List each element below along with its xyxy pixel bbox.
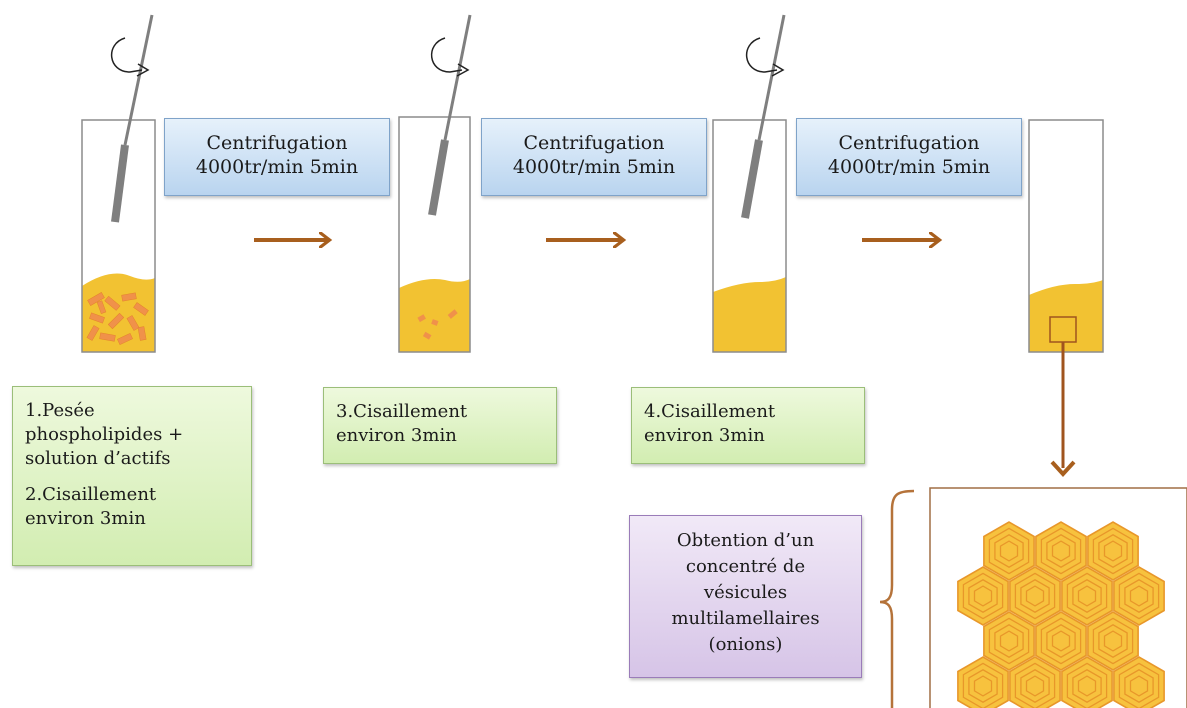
onion-vesicle <box>957 656 1009 708</box>
tube-3-rod <box>757 14 786 141</box>
centrifugation-speed: 4000tr/min 5min <box>827 156 991 178</box>
rotation-icon-3 <box>745 37 778 73</box>
step-4-box: 4.Cisaillement environ 3min <box>631 387 865 464</box>
centrifugation-label: Centrifugation <box>206 132 348 154</box>
step-4-line-2: environ 3min <box>644 425 765 446</box>
tube-2-rod-tip <box>428 139 449 216</box>
centrifugation-label: Centrifugation <box>838 132 980 154</box>
step-1-line-3: solution d’actifs <box>25 448 171 469</box>
step-2-line-1: 2.Cisaillement <box>25 484 157 505</box>
tube-1-outline <box>81 119 156 353</box>
rotation-icon-1 <box>110 37 143 73</box>
result-line-4: multilamellaires <box>671 608 820 629</box>
tube-1-rod <box>123 14 154 146</box>
result-line-3: vésicules <box>703 582 788 603</box>
step-1-line-1: 1.Pesée <box>25 400 95 421</box>
tube-3-outline <box>712 119 787 353</box>
result-line-5: (onions) <box>708 634 783 655</box>
tube-3-rod-tip <box>741 139 763 219</box>
tube-3-liquid <box>713 277 786 352</box>
tube-2-liquid <box>399 279 470 352</box>
onion-vesicle <box>957 566 1009 626</box>
curly-brace <box>879 489 915 708</box>
tube-4 <box>1028 119 1104 353</box>
centrifugation-box-2: Centrifugation 4000tr/min 5min <box>481 118 707 196</box>
tube-1 <box>81 14 156 353</box>
onion-vesicle <box>1035 611 1087 671</box>
onion-vesicle <box>1087 611 1139 671</box>
onion-hexagons <box>957 521 1165 708</box>
result-line-1: Obtention d’un <box>676 530 815 551</box>
tube-4-liquid <box>1029 280 1103 352</box>
tube-2-particles <box>417 309 458 340</box>
tube-2-outline <box>398 116 471 353</box>
centrifugation-speed: 4000tr/min 5min <box>195 156 359 178</box>
centrifugation-box-1: Centrifugation 4000tr/min 5min <box>164 118 390 196</box>
onion-vesicle <box>1061 566 1113 626</box>
step-3-line-1: 3.Cisaillement <box>336 401 468 422</box>
onion-vesicle <box>1061 656 1113 708</box>
tube-3 <box>712 14 787 353</box>
step-3-line-2: environ 3min <box>336 425 457 446</box>
onion-vesicle <box>1009 566 1061 626</box>
tube-4-outline <box>1028 119 1104 353</box>
onion-vesicle <box>1087 521 1139 581</box>
step-2-line-2: environ 3min <box>25 508 146 529</box>
onion-vesicle <box>1035 521 1087 581</box>
tube-2-rod <box>443 14 472 141</box>
step-1-line-2: phospholipides + <box>25 424 184 445</box>
step-3-box: 3.Cisaillement environ 3min <box>323 387 557 464</box>
onion-vesicle <box>1113 566 1165 626</box>
zoom-arrowhead <box>1050 460 1076 477</box>
tube-1-rod-tip <box>111 144 129 223</box>
tube-1-particles <box>86 292 149 346</box>
step-1-2-box: 1.Pesée phospholipides + solution d’acti… <box>12 386 252 566</box>
rotation-icon-2 <box>430 37 463 73</box>
centrifugation-speed: 4000tr/min 5min <box>512 156 676 178</box>
onion-vesicle <box>983 611 1035 671</box>
onion-vesicle <box>983 521 1035 581</box>
result-line-2: concentré de <box>685 556 806 577</box>
result-box: Obtention d’un concentré de vésicules mu… <box>629 515 862 678</box>
step-4-line-1: 4.Cisaillement <box>644 401 776 422</box>
centrifugation-label: Centrifugation <box>523 132 665 154</box>
tube-2 <box>398 14 472 353</box>
centrifugation-box-3: Centrifugation 4000tr/min 5min <box>796 118 1022 196</box>
onion-vesicle <box>1009 656 1061 708</box>
onion-vesicle <box>1113 656 1165 708</box>
